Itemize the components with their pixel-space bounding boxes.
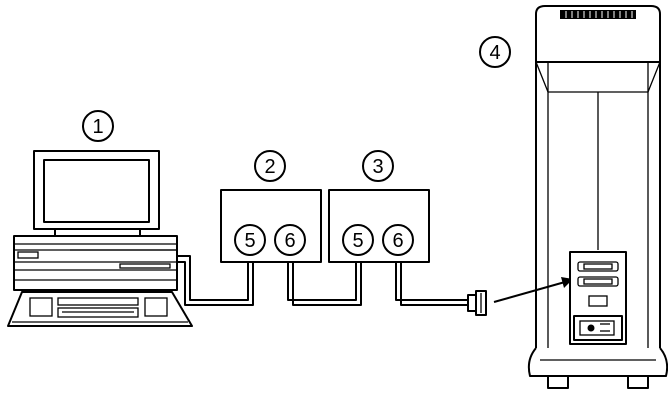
unit-b-box	[328, 189, 430, 263]
connection-arrow	[493, 277, 573, 303]
unit-b: 3 5 6	[328, 150, 430, 263]
unit-a-callout: 2	[254, 150, 286, 182]
tower-foot-left	[547, 375, 569, 389]
unit-b-port-left: 5	[342, 224, 374, 256]
computer: 1	[7, 110, 193, 327]
tower-vent	[560, 10, 636, 19]
unit-a-port-right-number: 6	[284, 230, 295, 252]
unit-a: 2 5 6	[220, 150, 322, 263]
computer-callout-number: 1	[92, 116, 103, 138]
cable-connector	[467, 290, 487, 316]
unit-a-callout-number: 2	[264, 156, 275, 178]
monitor-stand	[54, 228, 141, 237]
tower: 4	[479, 5, 668, 389]
cables	[177, 255, 468, 306]
tower-callout-number: 4	[489, 42, 500, 64]
tower-callout: 4	[479, 36, 511, 68]
keyboard	[7, 291, 193, 327]
tower-foot-right	[627, 375, 649, 389]
unit-a-port-left-number: 5	[244, 230, 255, 252]
system-unit	[13, 235, 178, 291]
unit-a-box	[220, 189, 322, 263]
computer-callout: 1	[82, 110, 114, 142]
drive-slot-2	[119, 263, 171, 269]
monitor-screen	[43, 159, 150, 223]
monitor	[33, 150, 160, 237]
unit-b-callout-number: 3	[372, 156, 383, 178]
unit-b-callout: 3	[362, 150, 394, 182]
unit-b-port-left-number: 5	[352, 230, 363, 252]
tower-connector-panel	[569, 251, 627, 345]
drive-slot	[17, 251, 39, 259]
unit-a-port-right: 6	[274, 224, 306, 256]
unit-b-port-right: 6	[382, 224, 414, 256]
unit-b-port-right-number: 6	[392, 230, 403, 252]
unit-a-port-left: 5	[234, 224, 266, 256]
